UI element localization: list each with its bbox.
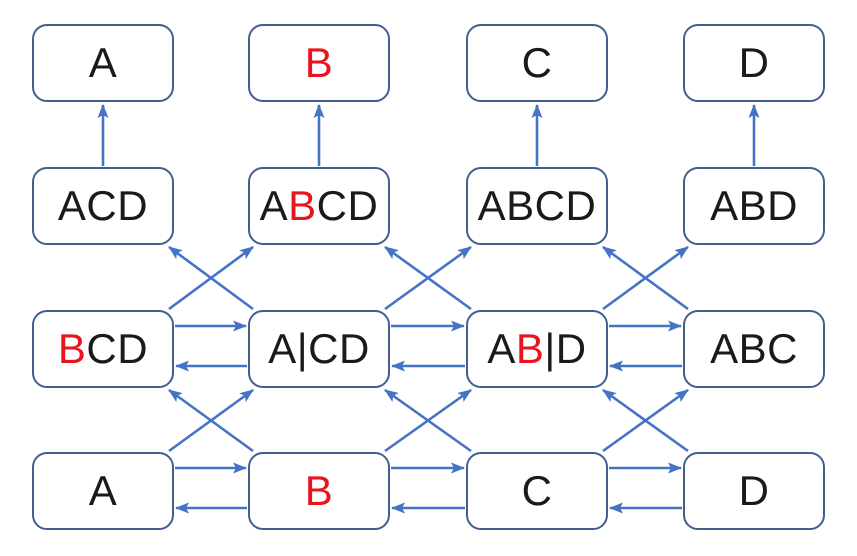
arrow-r4c2-to-r3c3 bbox=[384, 388, 472, 453]
node-label-segment: D bbox=[738, 39, 770, 86]
node-label-segment: C bbox=[521, 467, 553, 514]
arrow-r3c3-to-r2c2 bbox=[384, 245, 472, 311]
node-label-segment: C bbox=[521, 39, 553, 86]
arrow-r4c2-to-r3c1 bbox=[168, 388, 254, 453]
node-label-segment: ABC bbox=[710, 325, 798, 372]
node-r1c4-d: D bbox=[683, 24, 825, 102]
node-label-segment: A bbox=[88, 39, 118, 86]
node-r4c3-c: C bbox=[466, 452, 608, 530]
node-label-segment: ACD bbox=[57, 182, 149, 229]
node-label-segment: B bbox=[515, 325, 545, 372]
arrow-r4c3-to-r3c4 bbox=[602, 388, 689, 453]
node-label-segment: ABCD bbox=[477, 182, 597, 229]
node-label-segment: B bbox=[57, 325, 87, 372]
node-label-segment: B bbox=[304, 467, 334, 514]
node-label-segment: D bbox=[738, 467, 770, 514]
arrow-r3c2-to-r2c3 bbox=[384, 245, 472, 311]
node-label-segment: A bbox=[259, 182, 289, 229]
node-label-segment: CD bbox=[316, 182, 379, 229]
node-label-segment: |D bbox=[544, 325, 587, 372]
node-r4c1-a: A bbox=[32, 452, 174, 530]
node-r2c3-abcd: ABCD bbox=[466, 167, 608, 245]
node-r2c1-acd: ACD bbox=[32, 167, 174, 245]
node-label-segment: ABD bbox=[710, 182, 798, 229]
node-label-segment: B bbox=[304, 39, 334, 86]
node-r1c1-a: A bbox=[32, 24, 174, 102]
arrow-r3c2-to-r2c1 bbox=[168, 245, 254, 311]
node-label-segment: B bbox=[288, 182, 317, 229]
node-label-segment: A|CD bbox=[268, 325, 370, 372]
node-r3c4-abc: ABC bbox=[683, 310, 825, 388]
node-r4c4-d: D bbox=[683, 452, 825, 530]
node-r1c3-c: C bbox=[466, 24, 608, 102]
node-label-segment: A bbox=[88, 467, 118, 514]
node-r4c2-b: B bbox=[248, 452, 390, 530]
node-label-segment: CD bbox=[86, 325, 149, 372]
node-r2c4-abd: ABD bbox=[683, 167, 825, 245]
node-r1c2-b: B bbox=[248, 24, 390, 102]
arrow-r4c4-to-r3c3 bbox=[602, 388, 689, 453]
node-r3c2-abarcd: A|CD bbox=[248, 310, 390, 388]
node-label-segment: A bbox=[487, 325, 516, 372]
arrow-r4c1-to-r3c2 bbox=[168, 388, 254, 453]
arrows-group bbox=[97, 104, 760, 514]
arrow-r3c1-to-r2c2 bbox=[168, 245, 254, 311]
arrow-r4c3-to-r3c2 bbox=[384, 388, 472, 453]
arrow-r3c3-to-r2c4 bbox=[602, 245, 689, 311]
arrow-r3c4-to-r2c3 bbox=[602, 245, 689, 311]
